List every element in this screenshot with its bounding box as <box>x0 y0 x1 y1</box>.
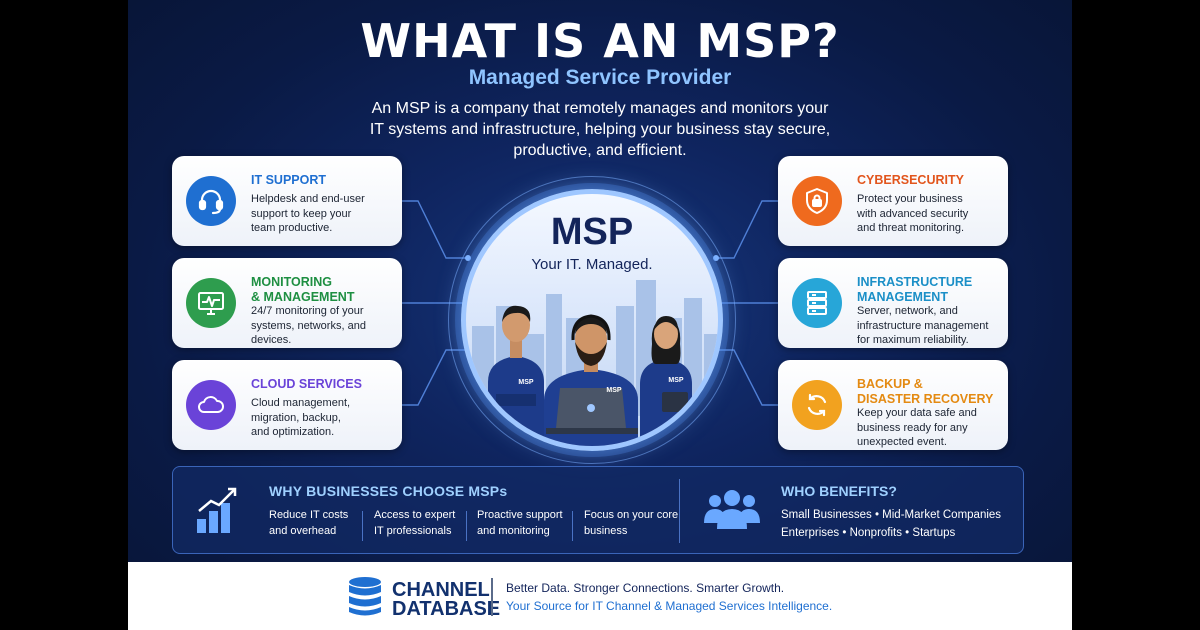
card-title-line: INFRASTRUCTURE <box>857 275 973 289</box>
who-title: WHO BENEFITS? <box>781 483 897 499</box>
card-desc-line: systems, networks, and <box>251 319 366 332</box>
brand-name-line: CHANNEL <box>392 579 490 601</box>
card-description: Cloud management, migration, backup, and… <box>251 396 397 440</box>
benefit-line: Access to expert <box>374 509 456 521</box>
people-icon <box>704 490 760 529</box>
footer-tagline: Better Data. Stronger Connections. Smart… <box>506 581 785 595</box>
card-description: Helpdesk and end-user support to keep yo… <box>251 192 397 236</box>
card-desc-line: and optimization. <box>251 426 335 438</box>
card-desc-line: devices. <box>251 334 292 346</box>
benefits-panel: WHY BUSINESSES CHOOSE MSPs Reduce IT cos… <box>172 466 1024 554</box>
section-divider <box>679 479 680 543</box>
benefit-separator <box>572 511 573 541</box>
card-desc-line: migration, backup, <box>251 411 341 424</box>
card-title-line: CLOUD SERVICES <box>251 377 362 391</box>
card-desc-line: Helpdesk and end-user <box>251 193 365 205</box>
card-title: CYBERSECURITY <box>857 173 1003 188</box>
infographic: WHAT IS AN MSP? Managed Service Provider… <box>128 0 1072 630</box>
benefit-line: Proactive support <box>477 509 563 521</box>
card-desc-line: Protect your business <box>857 193 963 205</box>
benefit-line: business <box>584 525 628 537</box>
card-description: 24/7 monitoring of your systems, network… <box>251 304 397 348</box>
card-title: CLOUD SERVICES <box>251 377 397 392</box>
intro-line: An MSP is a company that remotely manage… <box>371 100 829 117</box>
card-description: Protect your business with advanced secu… <box>857 192 1003 236</box>
why-title: WHY BUSINESSES CHOOSE MSPs <box>269 483 508 499</box>
card-title: MONITORING & MANAGEMENT <box>251 275 397 305</box>
card-desc-line: and threat monitoring. <box>857 222 965 234</box>
shield-lock-icon <box>792 176 842 226</box>
benefit-item: Access to expert IT professionals <box>374 507 472 539</box>
card-desc-line: Cloud management, <box>251 397 351 409</box>
card-desc-line: support to keep your <box>251 207 352 220</box>
card-title-line: & MANAGEMENT <box>251 290 355 304</box>
who-line: Small Businesses • Mid-Market Companies <box>781 509 1002 521</box>
card-title: INFRASTRUCTURE MANAGEMENT <box>857 275 1003 305</box>
footer-tagline: Your Source for IT Channel & Managed Ser… <box>506 599 833 613</box>
cloud-icon <box>186 380 236 430</box>
card-desc-line: infrastructure management <box>857 319 989 332</box>
card-desc-line: for maximum reliability. <box>857 334 969 346</box>
card-cybersecurity: CYBERSECURITY Protect your business with… <box>778 156 1008 246</box>
benefit-item: Reduce IT costs and overhead <box>269 507 367 539</box>
shirt-label: MSP <box>518 379 534 386</box>
hero-ring <box>448 176 736 464</box>
shirt-label: MSP <box>668 377 684 384</box>
benefit-line: and overhead <box>269 525 337 537</box>
monitor-icon <box>186 278 236 328</box>
card-cloud-services: CLOUD SERVICES Cloud management, migrati… <box>172 360 402 450</box>
hero-circle: MSP Your IT. Managed. <box>461 189 723 451</box>
intro-line: IT systems and infrastructure, helping y… <box>369 121 831 138</box>
card-desc-line: 24/7 monitoring of your <box>251 305 364 317</box>
page-title: WHAT IS AN MSP? <box>360 14 840 68</box>
footer-separator <box>491 578 493 616</box>
sync-icon <box>792 380 842 430</box>
card-description: Server, network, and infrastructure mana… <box>857 304 1003 348</box>
growth-chart-icon <box>197 487 237 533</box>
page-subtitle: Managed Service Provider <box>468 66 732 89</box>
card-title: BACKUP & DISASTER RECOVERY <box>857 377 1003 407</box>
card-desc-line: with advanced security <box>857 207 969 220</box>
hero-title: MSP <box>550 211 634 253</box>
intro-line: productive, and efficient. <box>513 142 687 159</box>
card-desc-line: unexpected event. <box>857 436 947 448</box>
card-title-line: CYBERSECURITY <box>857 173 964 187</box>
card-infrastructure: INFRASTRUCTURE MANAGEMENT Server, networ… <box>778 258 1008 348</box>
benefit-separator <box>466 511 467 541</box>
technician-left <box>488 305 544 446</box>
technician-right <box>640 316 692 446</box>
brand-name-line: DATABASE <box>392 598 501 620</box>
card-desc-line: Server, network, and <box>857 305 958 317</box>
benefit-line: Focus on your core <box>584 509 679 521</box>
msp-team-illustration: MSP MSP MSP <box>488 305 692 446</box>
benefit-line: IT professionals <box>374 525 452 537</box>
card-title-line: IT SUPPORT <box>251 173 327 187</box>
card-title-line: DISASTER RECOVERY <box>857 392 994 406</box>
card-title: IT SUPPORT <box>251 173 397 188</box>
card-desc-line: team productive. <box>251 222 333 234</box>
hero-tagline: Your IT. Managed. <box>531 256 653 273</box>
database-icon <box>349 577 381 616</box>
headset-icon <box>186 176 236 226</box>
shirt-label: MSP <box>606 387 622 394</box>
card-monitoring: MONITORING & MANAGEMENT 24/7 monitoring … <box>172 258 402 348</box>
card-title-line: BACKUP & <box>857 377 923 391</box>
card-desc-line: Keep your data safe and <box>857 407 977 419</box>
benefit-item: Proactive support and monitoring <box>477 507 575 539</box>
who-line: Enterprises • Nonprofits • Startups <box>781 527 956 539</box>
card-title-line: MANAGEMENT <box>857 290 948 304</box>
benefit-separator <box>362 511 363 541</box>
footer: CHANNEL DATABASE Better Data. Stronger C… <box>128 562 1072 630</box>
card-it-support: IT SUPPORT Helpdesk and end-user support… <box>172 156 402 246</box>
card-description: Keep your data safe and business ready f… <box>857 406 1003 450</box>
benefit-line: Reduce IT costs <box>269 509 349 521</box>
card-desc-line: business ready for any <box>857 421 968 434</box>
intro-text: An MSP is a company that remotely manage… <box>350 98 850 161</box>
laptop-icon <box>546 388 638 434</box>
card-backup-recovery: BACKUP & DISASTER RECOVERY Keep your dat… <box>778 360 1008 450</box>
card-title-line: MONITORING <box>251 275 333 289</box>
server-icon <box>792 278 842 328</box>
benefit-item: Focus on your core business <box>584 507 682 539</box>
benefit-line: and monitoring <box>477 525 550 537</box>
